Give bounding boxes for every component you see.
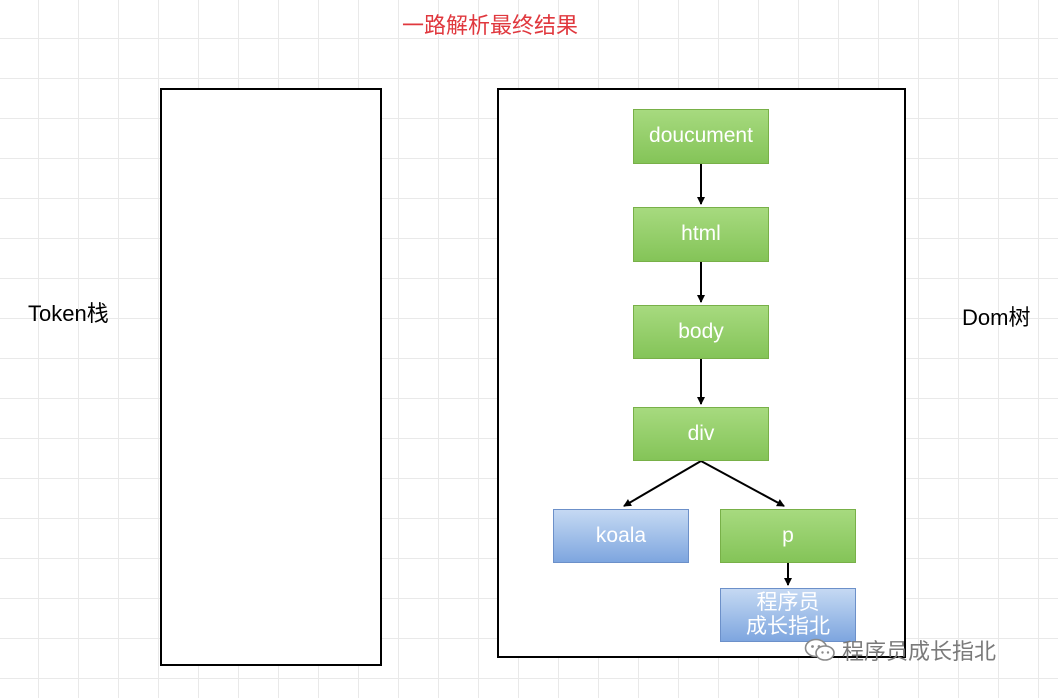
node-text: 程序员 成长指北 [720, 588, 856, 642]
token-stack-panel [160, 88, 382, 666]
dom-tree-label: Dom树 [962, 305, 1031, 330]
node-html: html [633, 207, 769, 262]
node-p: p [720, 509, 856, 563]
node-document: doucument [633, 109, 769, 164]
node-body: body [633, 305, 769, 359]
watermark-text: 程序员成长指北 [842, 639, 997, 664]
edge-div-koala [623, 460, 702, 507]
node-text-line1: 程序员 [756, 590, 820, 614]
diagram-title: 一路解析最终结果 [401, 13, 578, 38]
edge-div-p [700, 460, 785, 507]
token-stack-label: Token栈 [28, 301, 109, 326]
watermark: 程序员成长指北 [804, 634, 996, 666]
node-koala: koala [553, 509, 689, 563]
wechat-icon [804, 638, 835, 661]
node-div: div [633, 407, 769, 461]
node-text-line2: 成长指北 [746, 615, 830, 638]
